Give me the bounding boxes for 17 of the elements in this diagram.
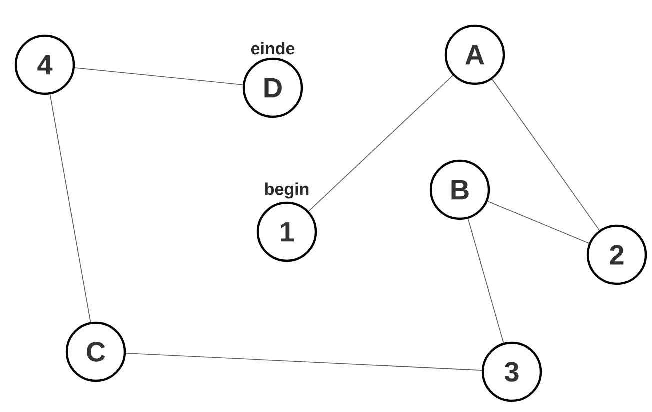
circle-node: C	[66, 322, 126, 382]
circle-node: 3	[482, 342, 542, 402]
connector-line	[74, 68, 244, 86]
circle-node: 2	[586, 224, 648, 286]
node-caption: einde	[251, 42, 295, 55]
connector-line	[468, 218, 504, 344]
node-caption: begin	[265, 182, 309, 199]
connector-line	[487, 201, 590, 244]
circle-node: A	[444, 24, 506, 86]
connector-line	[50, 94, 92, 323]
circle-node: D	[242, 58, 304, 118]
connector-line	[492, 79, 600, 231]
circle-node: 1	[256, 202, 318, 262]
circle-node: 4	[14, 34, 76, 96]
connector-line	[308, 75, 454, 212]
connector-line	[126, 353, 482, 371]
circle-node: B	[430, 160, 490, 220]
